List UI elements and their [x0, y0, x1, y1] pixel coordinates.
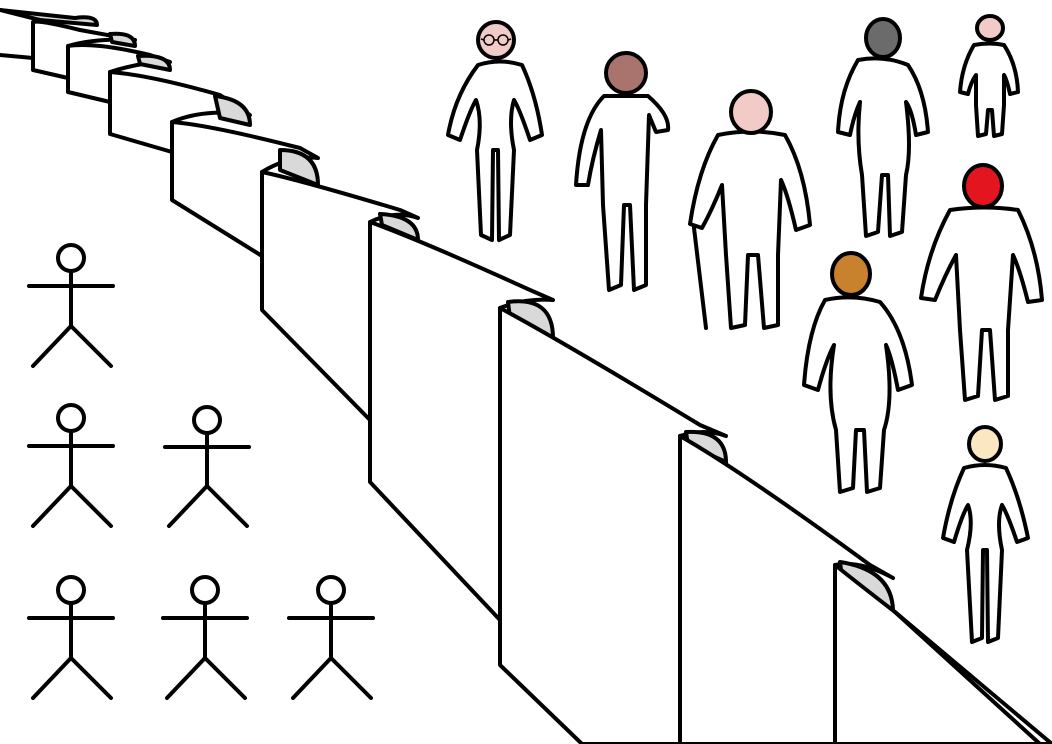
stick-figure	[163, 405, 251, 528]
stick-figure	[161, 575, 249, 700]
head-elder-cane	[729, 89, 773, 135]
wall-panel-10	[833, 563, 1052, 744]
head-gray	[864, 17, 902, 59]
person-child	[958, 14, 1020, 138]
wall-panel-1	[0, 8, 99, 60]
people-group	[446, 14, 1044, 644]
person-elder-cane	[688, 89, 812, 330]
stick-figure	[27, 403, 115, 528]
person-woman-glasses	[446, 20, 544, 242]
wall-panel-5	[170, 120, 320, 258]
wall-panel-7	[368, 220, 555, 622]
wall	[0, 8, 1052, 744]
wall-panel-6	[260, 170, 420, 422]
head-man-red	[962, 163, 1004, 209]
stick-figure	[287, 575, 375, 700]
head-orange	[830, 251, 872, 297]
head-child	[975, 14, 1005, 42]
stick-figures-group	[27, 243, 375, 700]
cane-icon	[692, 226, 708, 330]
wall-panel-3	[66, 43, 172, 104]
person-gray	[836, 17, 930, 238]
person-man-red	[919, 163, 1044, 402]
person-orange	[802, 251, 914, 494]
head-woman-cream	[967, 425, 1003, 463]
head-man-brown	[604, 51, 648, 95]
person-man-brown	[574, 51, 671, 292]
stick-figure	[27, 243, 115, 368]
wall-panel-4	[108, 70, 252, 154]
person-woman-cream	[941, 425, 1030, 644]
stick-figure	[27, 575, 115, 700]
glasses-icon	[480, 34, 512, 46]
